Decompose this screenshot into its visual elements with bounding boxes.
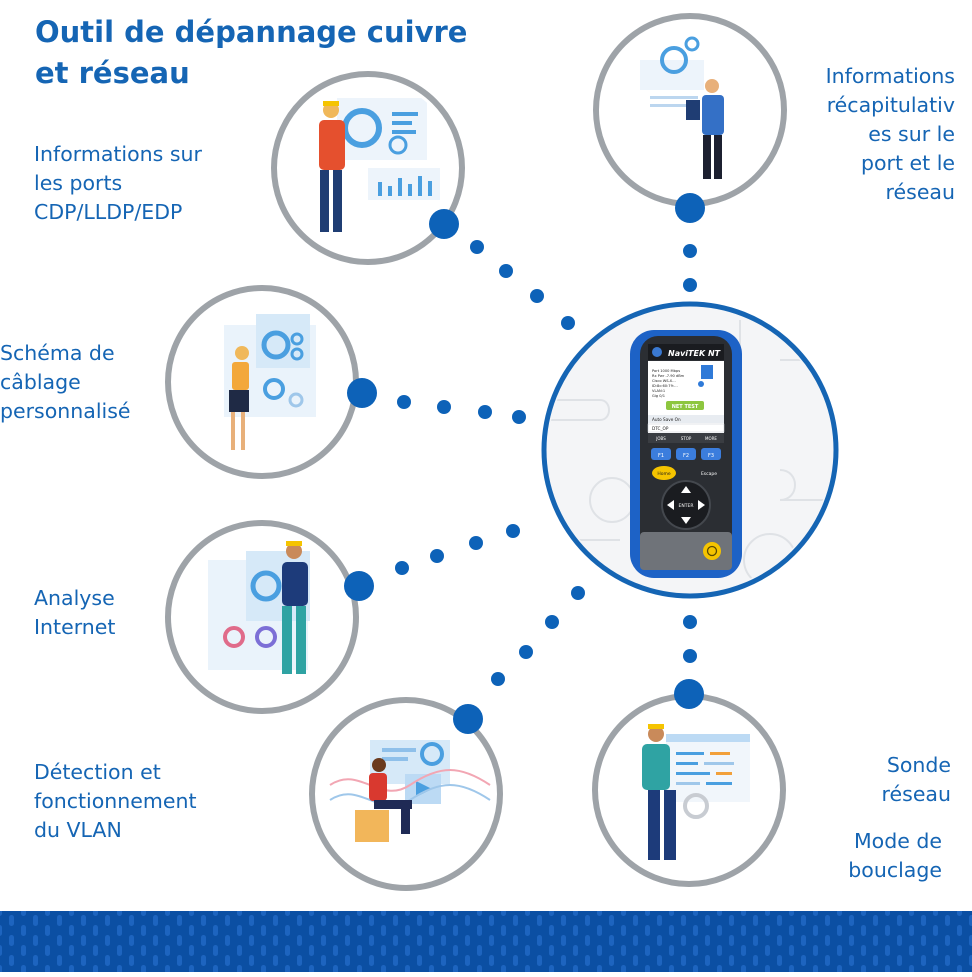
feature-label-bouclage: Mode de bouclage: [848, 827, 942, 885]
ring-recap: [593, 13, 787, 223]
bottom-pattern: [0, 911, 972, 972]
device-brand: NaviTEK NT: [668, 349, 721, 358]
home-key[interactable]: Home: [657, 471, 671, 477]
f1-key[interactable]: F1: [658, 453, 664, 459]
softkey-more[interactable]: MORE: [705, 436, 717, 441]
escape-key[interactable]: Escape: [701, 471, 717, 477]
feature-label-line: CDP/LLDP/EDP: [34, 200, 183, 224]
f2-key[interactable]: F2: [683, 453, 689, 459]
menu-item: Auto Save On: [652, 417, 681, 422]
softkey-stop[interactable]: STOP: [681, 436, 692, 441]
screen-line: Gig 0/1: [652, 394, 665, 398]
feature-label-line: personnalisé: [0, 399, 131, 423]
power-icon: [706, 545, 718, 557]
feature-label-line: Informations: [825, 64, 955, 88]
screen-line: ID:8c:60:79:…: [652, 384, 678, 388]
feature-label-line: récapitulativ: [826, 93, 955, 117]
feature-label-line: fonctionnement: [34, 789, 197, 813]
enter-key[interactable]: ENTER: [679, 503, 694, 509]
bottom-pattern-band: [0, 911, 972, 972]
ring-internet: [165, 520, 374, 714]
ring-cdp: [271, 71, 465, 265]
hub-device-circle: NaviTEK NT Port 1000 Mbps Rx Pwr -7.90 d…: [541, 301, 839, 599]
menu-item: DTC_OP: [652, 426, 669, 431]
feature-label-line: réseau: [885, 180, 955, 204]
feature-label-line: es sur le: [868, 122, 955, 146]
feature-label-sonde: Sonde réseau: [882, 751, 951, 809]
page-title-line: Outil de dépannage cuivre: [35, 15, 468, 49]
connector-dots: [395, 240, 697, 686]
feature-label-line: Internet: [34, 615, 116, 639]
softkey-jobs[interactable]: JOBS: [655, 436, 666, 441]
ring-vlan: [309, 697, 503, 891]
feature-label-line: câblage: [0, 370, 81, 394]
f3-key[interactable]: F3: [708, 453, 714, 459]
feature-label-line: Informations sur: [34, 142, 202, 166]
feature-label-line: Détection et: [34, 760, 161, 784]
feature-label-cablage: Schéma de câblage personnalisé: [0, 339, 131, 426]
screen-line: Rx Pwr -7.90 dBm: [652, 374, 685, 378]
feature-label-line: du VLAN: [34, 818, 122, 842]
ring-sonde: [592, 679, 786, 887]
feature-label-line: bouclage: [848, 858, 942, 882]
feature-label-line: Schéma de: [0, 341, 115, 365]
feature-label-internet: Analyse Internet: [34, 584, 115, 642]
feature-label-line: Mode de: [854, 829, 942, 853]
page-title-line: et réseau: [35, 56, 190, 90]
feature-label-line: Analyse: [34, 586, 115, 610]
net-test-button[interactable]: [666, 401, 704, 410]
feature-label-cdp: Informations sur les ports CDP/LLDP/EDP: [34, 140, 202, 227]
screen-line: VLAN:1: [652, 389, 665, 393]
feature-label-line: réseau: [881, 782, 951, 806]
screen-line: Port 1000 Mbps: [652, 369, 680, 373]
feature-label-line: port et le: [860, 151, 955, 175]
power-button[interactable]: [703, 542, 721, 560]
feature-label-vlan: Détection et fonctionnement du VLAN: [34, 758, 197, 845]
screen-line: Cisco WS-X…: [652, 379, 676, 383]
feature-label-line: les ports: [34, 171, 123, 195]
net-test-label: NET TEST: [672, 404, 699, 410]
ring-cablage: [165, 285, 377, 479]
feature-label-recap: Informations récapitulativ es sur le por…: [826, 62, 955, 207]
feature-label-line: Sonde: [886, 753, 951, 777]
page-title: Outil de dépannage cuivre et réseau: [35, 12, 467, 94]
